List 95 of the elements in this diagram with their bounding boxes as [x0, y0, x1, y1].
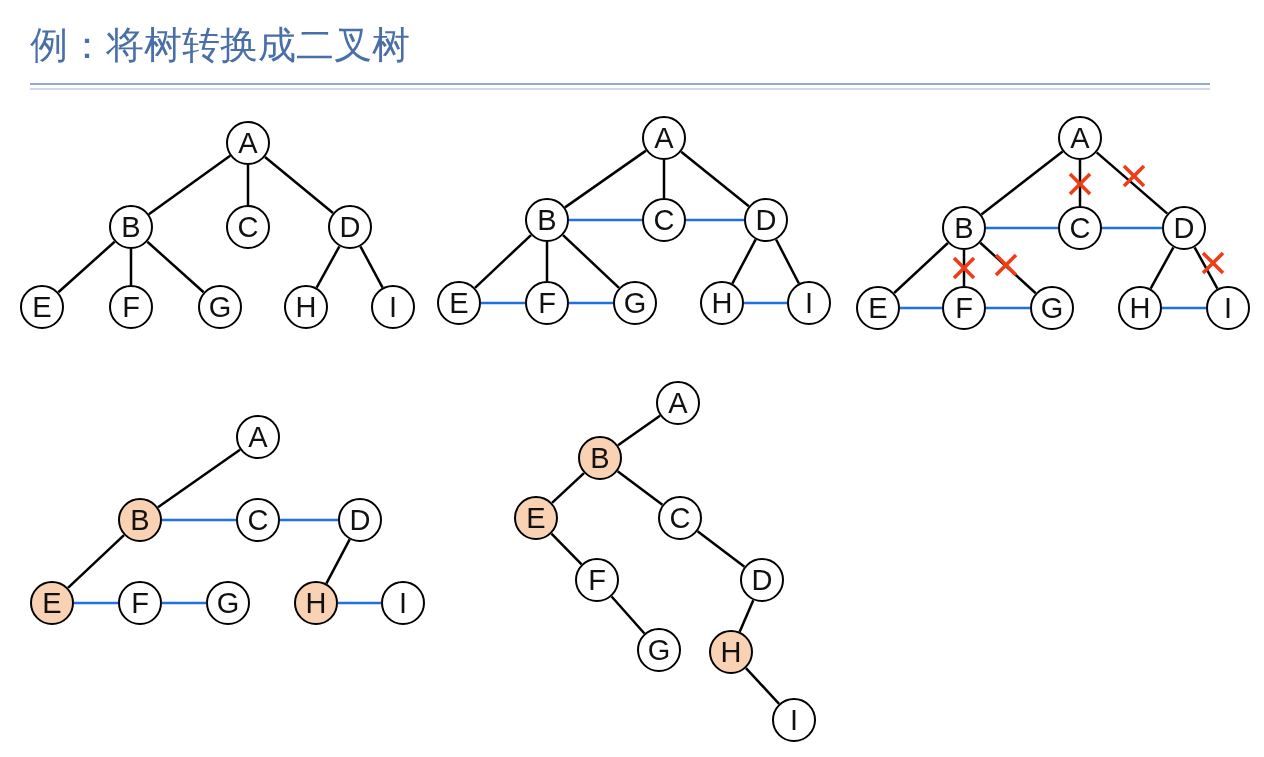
tree-edge [57, 240, 116, 294]
tree-node: B [109, 205, 153, 249]
tree-edge [731, 238, 757, 285]
tree-node: D [328, 205, 372, 249]
tree-node: I [1206, 286, 1250, 330]
tree-edge [744, 301, 787, 305]
tree-node: C [226, 205, 270, 249]
tree-node: B [578, 436, 622, 480]
tree-node: I [772, 698, 816, 742]
slide-title: 例：将树转换成二叉树 [30, 22, 410, 69]
tree-node: G [198, 285, 242, 329]
tree-edge [617, 414, 661, 447]
tree-node: A [226, 121, 270, 165]
tree-edge [986, 306, 1030, 310]
tree-node: H [1118, 286, 1162, 330]
tree-edge [74, 601, 118, 605]
tree-node: A [1058, 116, 1102, 160]
tree-edge [738, 599, 755, 633]
tree-edge [474, 234, 532, 289]
tree-edge [325, 538, 351, 585]
tree-node: G [1030, 286, 1074, 330]
tree-node: C [642, 198, 686, 242]
tree-node: A [236, 415, 280, 459]
tree-edge [686, 218, 744, 222]
tree-edge [616, 470, 664, 506]
tree-edge [680, 150, 750, 208]
tree-node: D [744, 198, 788, 242]
tree-node: D [740, 558, 784, 602]
tree-node: F [118, 581, 162, 625]
tree-edge [775, 238, 800, 285]
tree-node: I [371, 285, 415, 329]
tree-edge [162, 601, 206, 605]
tree-node: B [942, 206, 986, 250]
tree-node: D [1162, 206, 1206, 250]
tree-node: F [942, 286, 986, 330]
tree-edge [569, 218, 642, 222]
tree-node: E [437, 281, 481, 325]
tree-edge [129, 249, 133, 285]
tree-edge [338, 601, 381, 605]
tree-node: F [525, 281, 569, 325]
tree-node: F [109, 285, 153, 329]
tree-node: A [642, 116, 686, 160]
tree-node: A [656, 381, 700, 425]
tree-edge [1193, 246, 1219, 290]
tree-edge [893, 242, 949, 294]
tree-edge [662, 160, 666, 198]
tree-node: G [613, 281, 657, 325]
tree-edge [1095, 151, 1169, 215]
tree-edge [745, 667, 780, 705]
tree-node: C [658, 496, 702, 540]
tree-edge [545, 242, 549, 281]
tree-edge [551, 472, 585, 504]
tree-node: F [575, 558, 619, 602]
tree-edge [962, 250, 966, 286]
tree-edge [315, 245, 341, 289]
tree-edge [550, 532, 583, 566]
tree-node: H [284, 285, 328, 329]
tree-edge [696, 530, 746, 568]
tree-edge [1078, 160, 1082, 206]
tree-edge [569, 301, 613, 305]
tree-node: E [30, 581, 74, 625]
tree-edge [264, 156, 334, 214]
tree-node: C [1058, 206, 1102, 250]
tree-edge [1162, 306, 1206, 310]
tree-edge [246, 165, 250, 205]
tree-edge [986, 226, 1058, 230]
tree-node: E [20, 285, 64, 329]
tree-node: E [514, 496, 558, 540]
tree-edge [980, 150, 1064, 216]
tree-node: H [294, 581, 338, 625]
tree-edge [610, 595, 646, 635]
tree-node: B [118, 498, 162, 542]
tree-node: I [787, 281, 831, 325]
tree-node: H [709, 630, 753, 674]
tree-edge [900, 306, 942, 310]
tree-node: G [206, 581, 250, 625]
tree-edge [1149, 246, 1175, 290]
tree-edge [280, 518, 338, 522]
tree-node: I [381, 581, 425, 625]
tree-node: C [236, 498, 280, 542]
tree-node: G [637, 628, 681, 672]
tree-edge [564, 149, 647, 209]
tree-edge [157, 448, 241, 509]
tree-edge [562, 234, 620, 289]
tree-edge [67, 534, 125, 589]
tree-edge [148, 154, 231, 216]
tree-edge [1102, 226, 1162, 230]
tree-edge [359, 245, 384, 289]
tree-edge [162, 518, 236, 522]
tree-node: H [700, 281, 744, 325]
tree-node: B [525, 198, 569, 242]
tree-node: E [856, 286, 900, 330]
tree-edge [481, 301, 525, 305]
tree-edge [146, 240, 205, 294]
tree-node: D [338, 498, 382, 542]
